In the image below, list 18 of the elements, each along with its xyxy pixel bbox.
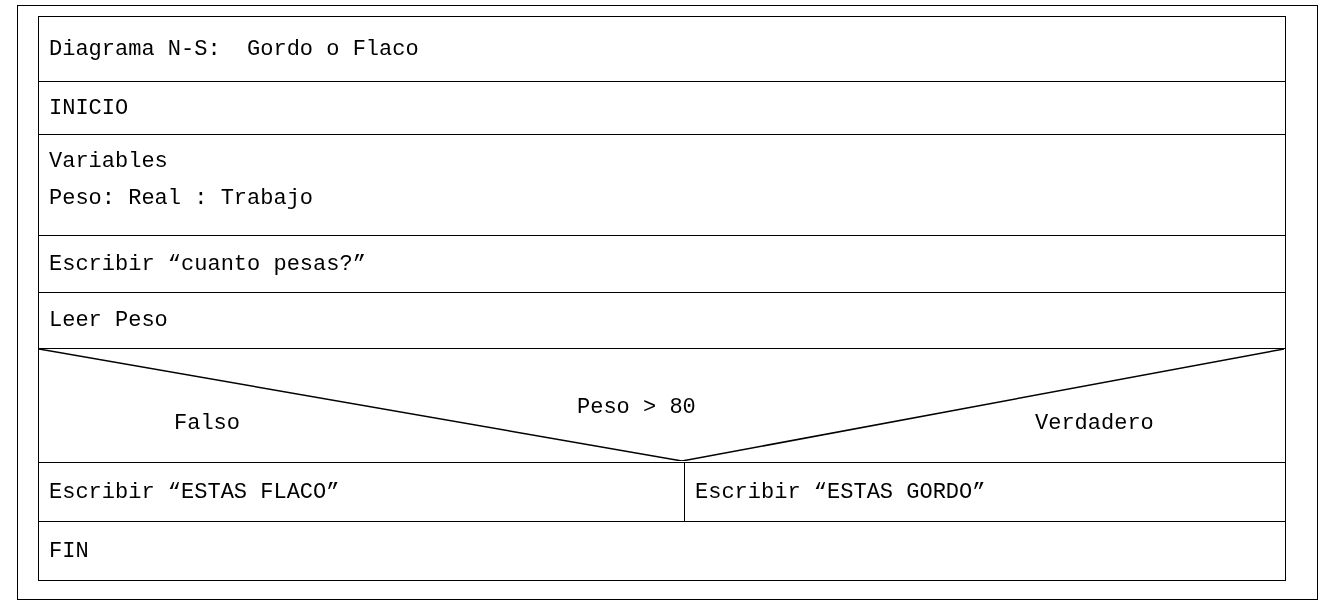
step-text: Escribir “ESTAS FLACO” [49, 480, 340, 506]
process-box [38, 134, 1286, 236]
condition-text: Peso > 80 [577, 395, 696, 421]
step-text: FIN [49, 539, 89, 565]
step-text: Escribir “cuanto pesas?” [49, 252, 366, 278]
branch-label: Falso [174, 411, 240, 437]
step-text: Escribir “ESTAS GORDO” [695, 480, 986, 506]
step-text: Leer Peso [49, 308, 168, 334]
process-box [38, 292, 1286, 349]
process-box [38, 521, 1286, 581]
process-box [38, 81, 1286, 135]
process-box [38, 235, 1286, 293]
step-text: INICIO [49, 96, 129, 122]
declaration-text: Peso: Real : Trabajo [49, 186, 314, 212]
branch-label: Verdadero [1035, 411, 1154, 437]
title-bar [38, 16, 1286, 82]
title-text: Diagrama N-S: Gordo o Flaco [49, 37, 419, 63]
section-heading: Variables [49, 149, 168, 175]
